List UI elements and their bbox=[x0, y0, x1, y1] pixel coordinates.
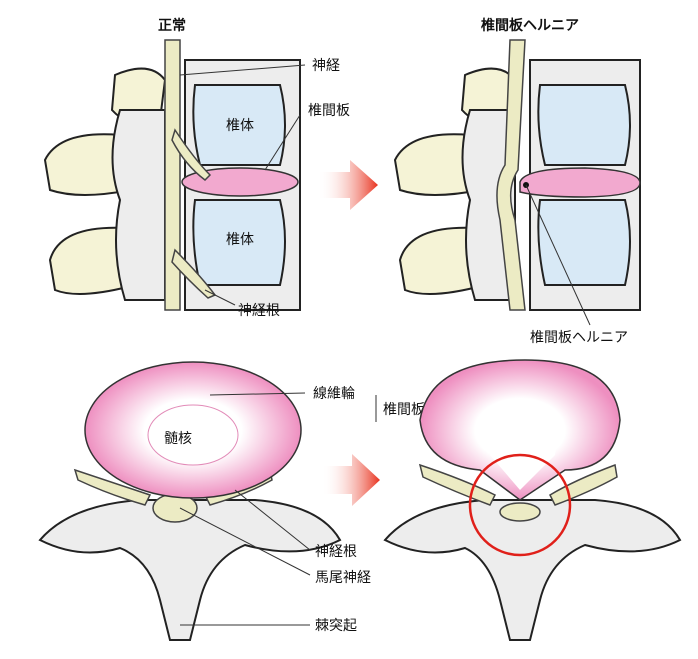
compressed-nerve bbox=[496, 39, 526, 311]
label-nerve-root-side: 神経根 bbox=[238, 303, 280, 319]
vertebral-body-lower bbox=[192, 199, 286, 286]
label-spinous-process: 棘突起 bbox=[315, 618, 357, 634]
label-nerve-root-axial: 神経根 bbox=[315, 544, 357, 560]
normal-axial-view bbox=[38, 361, 377, 641]
vertebra-axial bbox=[38, 499, 342, 641]
nerve-root-upper bbox=[171, 128, 212, 181]
nucleus bbox=[147, 404, 239, 466]
title-hernia: 椎間板ヘルニア bbox=[480, 17, 579, 34]
lamina bbox=[111, 109, 166, 301]
nerve-root-lower bbox=[171, 248, 217, 299]
hernia-axial-view bbox=[383, 359, 682, 641]
vertebral-body-upper bbox=[192, 84, 286, 166]
title-normal: 正常 bbox=[158, 17, 186, 34]
label-disc-hernia: 椎間板ヘルニア bbox=[530, 330, 628, 346]
label-nucleus: 髄核 bbox=[164, 431, 192, 447]
herniated-disc bbox=[519, 167, 641, 198]
label-annulus: 線維輪 bbox=[313, 385, 355, 402]
label-disc-axial: 椎間板 bbox=[383, 402, 425, 418]
nerve-root-left bbox=[73, 468, 152, 506]
arrow-icon bbox=[318, 160, 378, 210]
hernia-side-view bbox=[393, 39, 641, 326]
arrow-icon-bottom bbox=[322, 454, 380, 506]
label-vertebral-body-lower: 椎体 bbox=[226, 232, 254, 248]
highlight-circle bbox=[468, 453, 572, 557]
label-disc-side: 椎間板 bbox=[308, 103, 350, 119]
normal-side-view bbox=[43, 39, 306, 311]
label-nerve: 神経 bbox=[312, 58, 340, 74]
label-cauda-equina: 馬尾神経 bbox=[315, 570, 371, 586]
label-vertebral-body-upper: 椎体 bbox=[226, 118, 254, 134]
spinal-nerve bbox=[164, 39, 181, 311]
